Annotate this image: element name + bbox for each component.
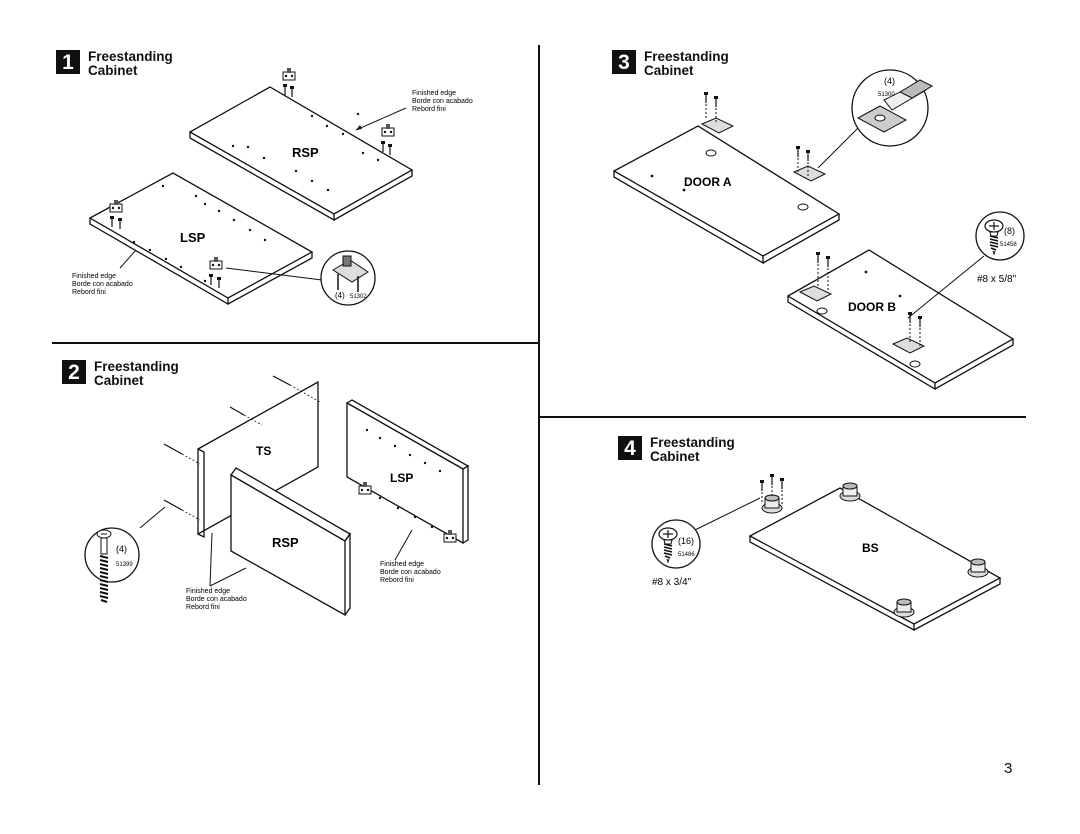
rsp-panel-step2 xyxy=(230,467,351,617)
lsp-panel-step1 xyxy=(88,172,314,306)
step-title: Freestanding Cabinet xyxy=(650,435,735,464)
step-4-header: 4 Freestanding Cabinet xyxy=(618,436,735,464)
door-a-label: DOOR A xyxy=(684,175,732,189)
rsp-label: RSP xyxy=(292,145,319,160)
finished-edge-note-lsp: Finished edge Borde con acabado Rebord f… xyxy=(72,273,135,296)
ts-panel-step2 xyxy=(197,380,319,539)
lsp-label: LSP xyxy=(180,230,206,245)
horizontal-divider-left xyxy=(52,342,538,344)
lsp-label-step2: LSP xyxy=(390,471,413,485)
leveler-screws xyxy=(759,473,785,504)
hinge-qty: (4) xyxy=(884,76,895,86)
finished-edge-note-step2-a: Finished edge Borde con acabado Rebord f… xyxy=(186,588,249,611)
step-1-header: 1 Freestanding Cabinet xyxy=(56,50,173,78)
hinge-icon xyxy=(856,79,934,133)
cam-lock-icon xyxy=(332,255,369,292)
hinge-code: 51300 xyxy=(878,92,895,98)
screw-58-size: #8 x 5/8" xyxy=(977,274,1017,285)
finished-edge-note-step2-b: Finished edge Borde con acabado Rebord f… xyxy=(380,561,443,584)
screw-58-qty: (8) xyxy=(1004,226,1015,236)
page-number: 3 xyxy=(1004,760,1013,777)
step-title: Freestanding Cabinet xyxy=(88,49,173,78)
finished-edge-leader xyxy=(119,249,137,269)
rsp-label-step2: RSP xyxy=(272,535,299,550)
finished-edge-leader xyxy=(355,107,407,131)
screw-58-code: 51458 xyxy=(1000,242,1017,248)
finished-edge-note-rsp: Finished edge Borde con acabado Rebord f… xyxy=(412,90,475,113)
dowel-screw-icon xyxy=(96,529,112,603)
screw-34-size: #8 x 3/4" xyxy=(652,577,692,588)
door-b-label: DOOR B xyxy=(848,300,896,314)
rsp-panel-step1 xyxy=(188,67,414,222)
screw-34-qty: (16) xyxy=(678,536,694,546)
vertical-divider xyxy=(538,45,540,785)
screw-58-callout xyxy=(975,211,1025,261)
ts-label: TS xyxy=(256,444,271,458)
step-number-badge: 2 xyxy=(62,360,86,384)
dowel-screw-callout xyxy=(84,527,140,583)
dowel-screw-qty: (4) xyxy=(116,544,127,554)
step-number-badge: 4 xyxy=(618,436,642,460)
leveler-feet xyxy=(761,482,989,618)
step-3-header: 3 Freestanding Cabinet xyxy=(612,50,729,78)
step-number-badge: 1 xyxy=(56,50,80,74)
cam-lock-qty: (4) xyxy=(335,291,345,300)
step-number-badge: 3 xyxy=(612,50,636,74)
step-2-header: 2 Freestanding Cabinet xyxy=(62,360,179,388)
screw-34-code: 51486 xyxy=(678,552,695,558)
step-title: Freestanding Cabinet xyxy=(94,359,179,388)
bs-label: BS xyxy=(862,541,879,555)
dowel-screws xyxy=(163,375,291,511)
door-a-panel xyxy=(612,91,841,265)
dowel-screw-code: 51399 xyxy=(116,562,133,568)
door-b-panel xyxy=(786,249,1015,391)
lsp-panel-step2 xyxy=(345,399,470,545)
step-title: Freestanding Cabinet xyxy=(644,49,729,78)
bs-panel xyxy=(748,487,1002,632)
cam-lock-code: 51302 xyxy=(350,294,367,300)
horizontal-divider-right xyxy=(540,416,1026,418)
